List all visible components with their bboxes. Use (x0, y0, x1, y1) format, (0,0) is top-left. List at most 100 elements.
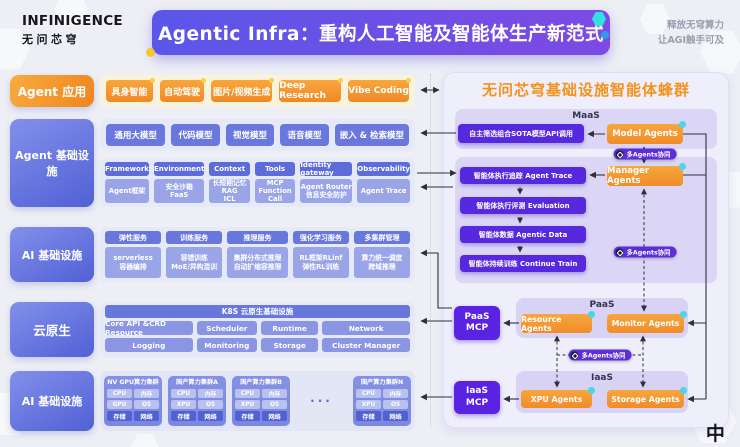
k8s-box: Core API &CRD Resource (105, 319, 193, 337)
k8s-box: Runtime (261, 321, 319, 335)
model-box: 语音模型 (280, 124, 329, 146)
service-item: serverless (113, 254, 153, 263)
cluster-footer-box: 存储 (171, 411, 196, 421)
cluster-cell: XPU (356, 400, 381, 409)
logo-chinese-name: 无问芯穹 (22, 32, 80, 46)
k8s-box: Network (322, 321, 410, 335)
service-item: MoE/异构混训 (171, 262, 218, 271)
iaas-mcp-line2: MCP (465, 397, 489, 408)
logo: INFINIGENCE 无问芯穹 (22, 14, 123, 47)
paas-label: PaaS (589, 300, 615, 310)
stack-body: Agent框架 (105, 179, 150, 203)
app-box: 自动驾驶 (159, 78, 206, 102)
paas-mcp-line2: MCP (465, 323, 489, 333)
cluster-title: 国产算力集群A (176, 379, 218, 386)
app-box: Deep Research (279, 78, 343, 102)
model-box: 视觉模型 (225, 124, 275, 146)
service-header: 强化学习服务 (292, 231, 349, 244)
app-box: Vibe Coding (348, 78, 411, 102)
k8s-box: Logging (105, 338, 193, 352)
cluster-cell: CPU (107, 389, 132, 398)
k8s-box: Cluster Manager (322, 338, 410, 352)
paas-mcp-line1: PaaS (464, 311, 490, 322)
cluster-grid: CPU 内存 GPU OS (107, 389, 159, 409)
model-agents-box: Model Agents (607, 121, 686, 144)
badge-label: 多Agents协同 (626, 151, 671, 159)
service-item: 容错训练 (180, 254, 208, 263)
iaas-mcp-line1: IaaS (466, 386, 488, 397)
panel-title: 无问芯穹基础设施智能体蜂群 (481, 81, 690, 99)
k8s-row1: Core API &CRD Resource Scheduler Runtime… (105, 319, 410, 337)
service-item: 自动扩缩容推理 (233, 262, 282, 271)
watermark-text: 中文网 (705, 423, 726, 445)
cluster-title: NV GPU算力集群 (107, 379, 159, 386)
stack-body: MCP Function Call (254, 178, 296, 203)
clusters-strip: NV GPU算力集群 CPU 内存 GPU OS 存储 网络 国产算力集群A C… (100, 371, 415, 431)
manager-agents-box: Manager Agents (607, 163, 686, 186)
k8s-strip: K8S 云原生基础设施 Core API &CRD Resource Sched… (100, 302, 415, 357)
cluster-grid: CPU 内存 XPU OS (356, 389, 408, 409)
multi-agents-badge: 多Agents协同 (613, 246, 677, 258)
stack-item: MCP (266, 178, 284, 187)
stack-item: Function Call (258, 186, 292, 203)
stack-item: 安全沙箱 (165, 182, 193, 191)
service-body: serverless 容器编排 (105, 247, 162, 278)
cluster-cell: CPU (356, 389, 381, 398)
watermark: php 中文网 (658, 419, 740, 447)
service-item: 算力统一调度 (361, 254, 403, 263)
monitor-agents-box: Monitor Agents (607, 311, 687, 333)
ai-services-strip: 弹性服务 serverless 容器编排 训练服务 容错训练 MoE/异构混训 … (100, 227, 415, 282)
cluster-cell: GPU (107, 400, 132, 409)
app-box: 图片/视频生成 (211, 78, 275, 102)
tagline-line2: 让AGI触手可及 (657, 35, 724, 47)
resource-agents-box: Resource Agents (521, 311, 595, 333)
app-box: 具身智能 (106, 78, 155, 102)
clusters-ellipsis: ··· (310, 394, 333, 408)
model-box: 代码模型 (171, 124, 220, 146)
cluster-cell: 内存 (198, 389, 223, 398)
stack-header: Environment (154, 162, 205, 176)
stack-identity-gateway: Identity gateway Agent Router 信息安全防护 (300, 161, 353, 203)
stack-item: Agent Router (300, 182, 352, 191)
cluster-card-domestic-b: 国产算力集群B CPU 内存 XPU OS 存储 网络 (232, 376, 290, 426)
maas-label: MaaS (572, 111, 600, 121)
cluster-grid: CPU 内存 XPU OS (171, 389, 223, 409)
cluster-footer-box: 存储 (235, 411, 260, 421)
row-label-agent-infra: Agent 基础设施 (10, 119, 94, 207)
cluster-cell: OS (198, 400, 223, 409)
blue-dot-decoration (601, 31, 609, 39)
cluster-title: 国产算力集群N (360, 379, 404, 386)
cluster-footer-box: 存储 (356, 411, 381, 421)
service-inference: 推理服务 集群分布式推理 自动扩缩容推理 (227, 231, 288, 278)
service-header: 多集群管理 (353, 231, 411, 244)
agent-apps-strip: 具身智能 自动驾驶 图片/视频生成 Deep Research Vibe Cod… (100, 75, 415, 107)
storage-agents-box: Storage Agents (607, 387, 687, 408)
hexagon-decoration (130, 434, 160, 447)
k8s-row2: Logging Monitoring Storage Cluster Manag… (105, 338, 410, 352)
cluster-title: 国产算力集群B (240, 379, 282, 386)
cluster-footer-box: 存储 (107, 411, 132, 421)
evaluation-box: 智能体执行评测 Evaluation (460, 197, 586, 214)
cluster-cell: 内存 (134, 389, 159, 398)
cluster-footer: 存储 网络 (235, 411, 287, 421)
xpu-agents-box: XPU Agents (521, 387, 595, 408)
stack-header: Observability (357, 162, 410, 176)
cyan-hexagon-decoration (592, 11, 606, 27)
stack-body: 长短期记忆 RAG ICL (209, 178, 250, 203)
agent-infra-strip: Framework Agent框架 Environment 安全沙箱 FaaS … (100, 158, 415, 207)
multi-agents-badge: 多Agents协同 (613, 148, 677, 160)
badge-label: 多Agents协同 (626, 249, 671, 257)
model-box: 通用大模型 (106, 124, 166, 146)
cluster-cell: CPU (171, 389, 196, 398)
service-item: 容器编排 (119, 262, 147, 271)
service-body: 集群分布式推理 自动扩缩容推理 (227, 247, 288, 278)
stack-framework: Framework Agent框架 (105, 162, 150, 203)
row-label-ai-hardware: AI 基础设施 (10, 371, 94, 431)
cluster-footer: 存储 网络 (356, 411, 408, 421)
yellow-dot-decoration (146, 48, 155, 57)
cluster-card-nv-gpu: NV GPU算力集群 CPU 内存 GPU OS 存储 网络 (104, 376, 162, 426)
stack-item: Agent框架 (108, 186, 146, 195)
stack-header: Identity gateway (300, 161, 353, 177)
service-multicluster: 多集群管理 算力统一调度 跨域推理 (353, 231, 411, 278)
